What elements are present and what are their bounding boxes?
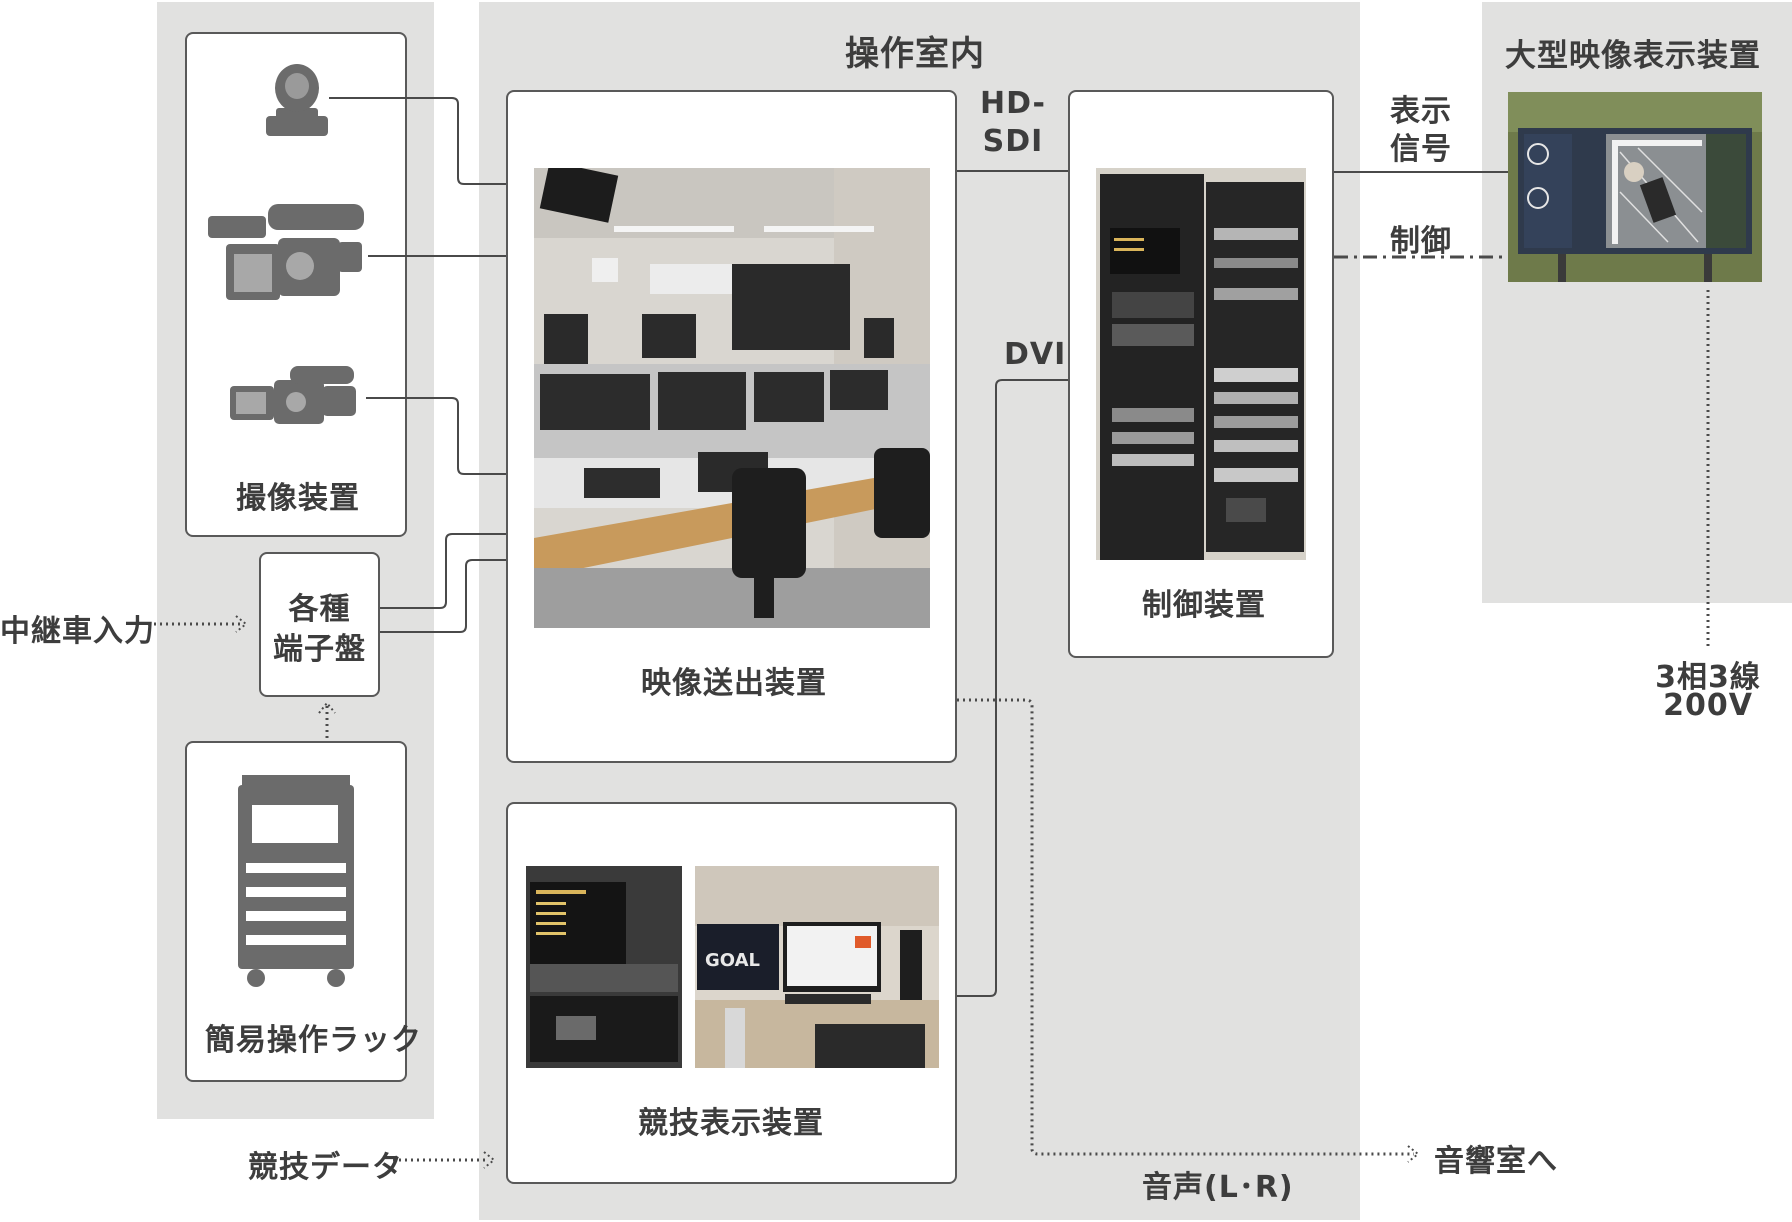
terminal-board-label-line1: 各種 [288,592,351,627]
control-signal-label: 制御 [1390,224,1452,259]
data-rack-photo [526,866,682,1068]
competition-data-label: 競技データ [248,1150,403,1185]
competition-display-label: 競技表示装置 [638,1106,824,1141]
video-transmitter-label: 映像送出装置 [641,666,827,701]
display-signal-label-line2: 信号 [1390,132,1452,167]
goal-screen-text: GOAL [705,950,760,971]
camera-equipment-label: 撮像装置 [236,481,360,516]
to-sound-room-label: 音響室へ [1434,1144,1558,1179]
display-signal-label-line1: 表示 [1390,94,1452,129]
power-label-line1: 3相3線 [1655,660,1761,695]
large-display-title: 大型映像表示装置 [1505,38,1761,74]
compact-camera-icon [230,366,356,424]
control-equipment-label: 制御装置 [1142,588,1266,623]
large-screen-photo [1508,92,1762,282]
power-label-line2: 200V [1663,688,1753,723]
terminal-board-box [259,552,380,697]
operation-room-title: 操作室内 [845,34,985,74]
scoring-desk-photo: GOAL [695,866,939,1068]
rack-icon [238,775,354,987]
hd-sdi-label-line2: SDI [982,124,1044,159]
ptz-camera-icon [266,64,328,136]
control-rack-photo [1096,168,1306,560]
control-room-photo [534,168,930,628]
simple-rack-label: 簡易操作ラック [205,1023,422,1058]
hd-sdi-label-line1: HD- [979,86,1047,121]
audio-label: 音声(L･R) [1142,1170,1294,1205]
dvi-label: DVI [1004,337,1067,372]
terminal-board-label-line2: 端子盤 [273,632,366,667]
camcorder-icon [208,204,364,300]
relay-car-input-label: 中継車入力 [0,614,155,649]
